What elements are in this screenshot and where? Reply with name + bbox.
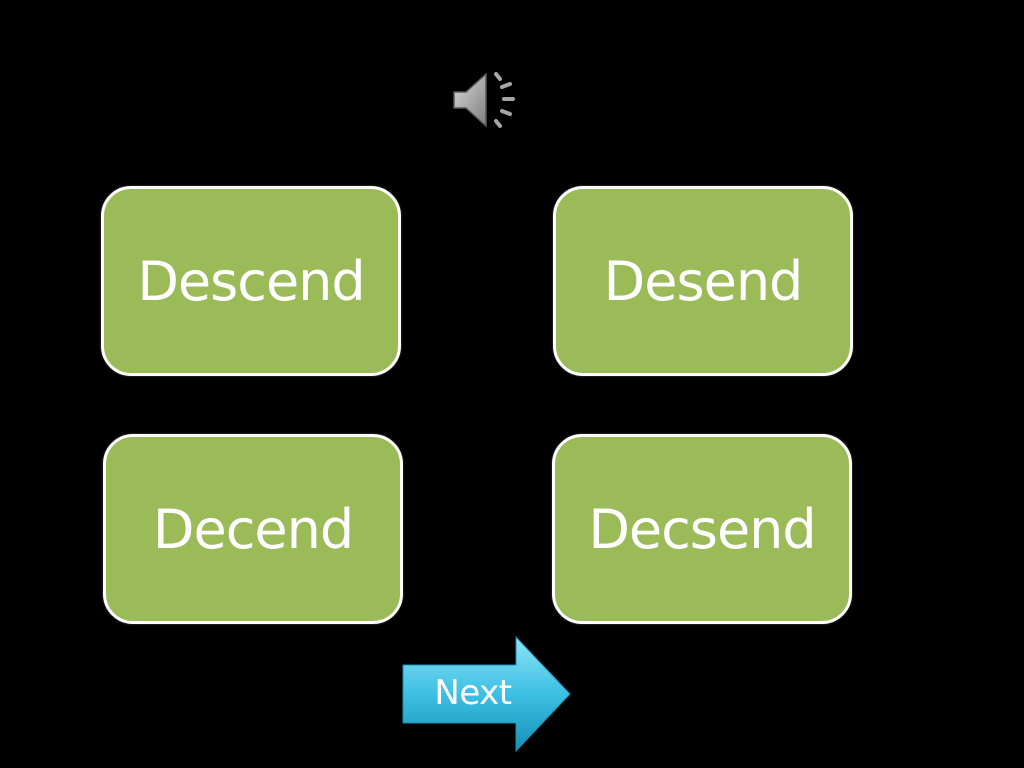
choice-button-2[interactable]: Desend	[553, 186, 853, 376]
choice-label: Descend	[137, 249, 365, 313]
next-button[interactable]: Next	[402, 636, 572, 752]
audio-play-button[interactable]	[450, 68, 520, 132]
choice-button-3[interactable]: Decend	[103, 434, 403, 624]
choice-label: Decend	[152, 497, 354, 561]
choice-label: Desend	[603, 249, 804, 313]
choice-button-4[interactable]: Decsend	[552, 434, 852, 624]
next-label: Next	[434, 673, 512, 713]
speaker-icon	[453, 72, 515, 128]
choice-button-1[interactable]: Descend	[101, 186, 401, 376]
right-arrow-icon	[402, 636, 571, 752]
choice-label: Decsend	[588, 497, 816, 561]
